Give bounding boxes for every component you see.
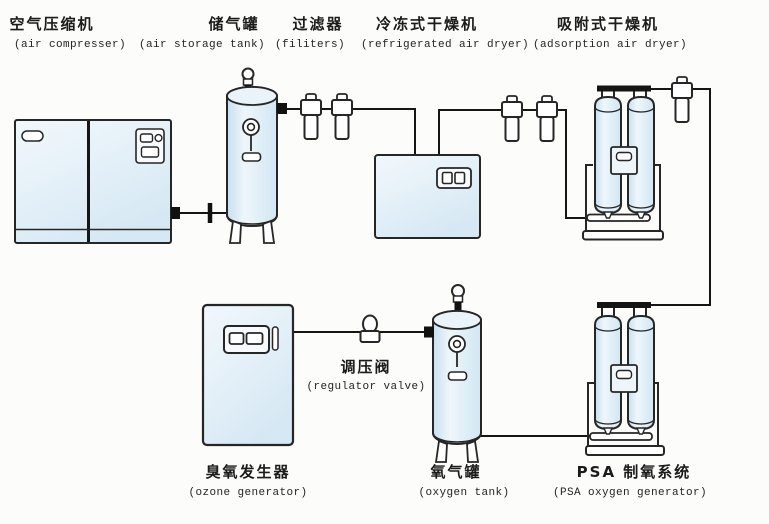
ozone-control-panel	[223, 325, 270, 354]
label-psa-system-zh: PSA 制氧系统	[576, 463, 692, 481]
label-oxygen-tank-zh: 氧气罐	[430, 463, 482, 481]
filter-unit-1	[300, 93, 322, 140]
psa-bottom-manifold	[589, 432, 653, 441]
label-psa-system-en: (PSA oxygen generator)	[552, 487, 708, 499]
compressor-vent	[21, 130, 44, 142]
pipes	[180, 88, 711, 437]
regulator-valve	[359, 314, 381, 343]
dryer-control-box	[610, 146, 638, 175]
label-ozone-generator-en: (ozone generator)	[188, 487, 308, 499]
dryer-base	[582, 230, 664, 241]
psa-control-box	[610, 364, 638, 393]
compressor-outlet-port	[171, 207, 180, 219]
psa-oxygen-generator	[585, 302, 665, 456]
tank-leg	[466, 439, 480, 463]
tank-nameplate	[447, 371, 468, 381]
drain-valve	[602, 427, 614, 435]
filter-unit-5	[671, 76, 693, 123]
pipe-tank-to-refrigerated-dryer	[287, 108, 416, 156]
label-air-compressor-zh: 空气压缩机	[9, 15, 95, 33]
drain-valve	[635, 427, 647, 435]
tank-leg	[434, 439, 448, 463]
tank-leg	[228, 219, 242, 244]
label-ozone-generator-zh: 臭氧发生器	[205, 463, 291, 481]
pipe-dryer-to-adsorption-dryer	[438, 109, 586, 219]
drain-valve	[602, 211, 614, 219]
filter-unit-3	[501, 95, 523, 142]
ozone-side-slot	[271, 326, 279, 351]
psa-top-manifold	[597, 302, 651, 308]
dryer-top-manifold	[597, 85, 651, 92]
adsorption-air-dryer	[582, 85, 664, 241]
label-refrigerated-dryer-en: (refrigerated air dryer)	[360, 39, 530, 51]
tank-inlet-port	[424, 326, 434, 338]
label-regulator-valve-zh: 调压阀	[340, 358, 392, 376]
refrigerated-air-dryer	[374, 154, 481, 239]
label-adsorption-dryer-en: (adsorption air dryer)	[532, 39, 688, 51]
label-filters-en: (filiters)	[274, 39, 345, 51]
drain-valve	[635, 211, 647, 219]
air-compressor	[14, 119, 180, 244]
tank-outlet-port	[277, 103, 287, 114]
pressure-gauge	[242, 118, 260, 151]
pipe-adsorption-to-psa	[651, 88, 711, 306]
label-filters-zh: 过滤器	[292, 15, 344, 33]
dryer-bottom-manifold	[586, 213, 651, 222]
label-air-storage-tank-en: (air storage tank)	[138, 39, 266, 51]
compressor-control-panel	[135, 128, 165, 164]
label-refrigerated-dryer-zh: 冷冻式干燥机	[375, 15, 478, 33]
tank-nameplate	[241, 152, 262, 162]
label-regulator-valve-en: (regulator valve)	[306, 381, 426, 393]
ozone-generator	[201, 303, 295, 447]
filter-unit-4	[536, 95, 558, 142]
tank-top-valve	[451, 284, 465, 311]
label-air-storage-tank-zh: 储气罐	[208, 15, 260, 33]
dryer-control-panel	[436, 167, 472, 189]
label-oxygen-tank-en: (oxygen tank)	[418, 487, 510, 499]
label-air-compressor-en: (air compresser)	[13, 39, 127, 51]
dryer-frame	[585, 164, 661, 232]
air-storage-tank	[226, 67, 287, 244]
pressure-gauge	[448, 335, 466, 367]
oxygen-tank	[424, 284, 482, 463]
tank-leg	[262, 219, 276, 244]
psa-base	[585, 445, 665, 456]
label-adsorption-dryer-zh: 吸附式干燥机	[556, 15, 659, 33]
filter-unit-2	[331, 93, 353, 140]
